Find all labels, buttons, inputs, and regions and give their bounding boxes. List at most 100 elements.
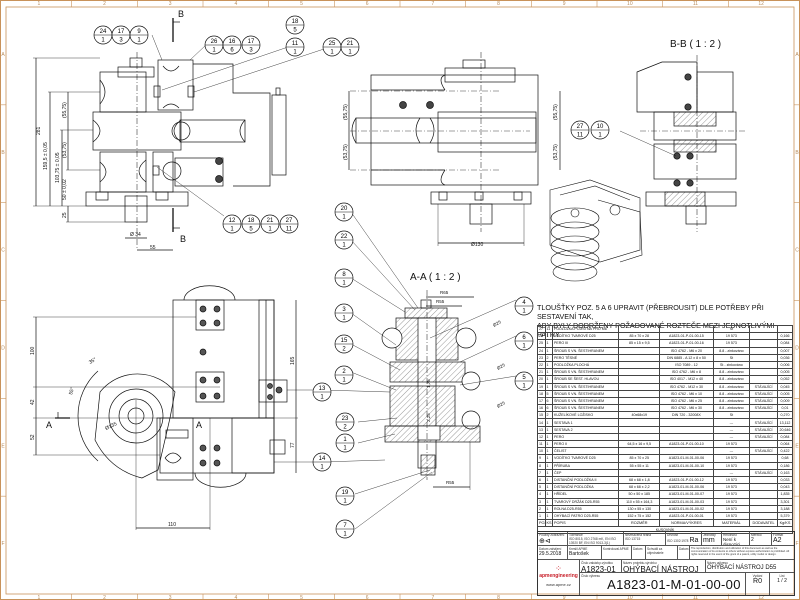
dim-label: 100 — [30, 346, 36, 355]
bom-cell-mass: 3,188 — [776, 504, 794, 513]
bom-cell-mass: 3,301 — [776, 497, 794, 506]
dim-label: 159,5 ± 0,05 — [43, 142, 49, 170]
bom-header-pos: POZ. — [537, 519, 546, 528]
part-balloon: 191 — [335, 486, 355, 506]
bom-cell-mass: 0,006 — [776, 360, 794, 370]
balloon-position: 14 — [319, 456, 326, 462]
units-label: Jednotky — [703, 532, 716, 537]
balloon-quantity: 1 — [212, 48, 216, 54]
bom-cell-supplier — [749, 339, 778, 348]
format-cell: Formát A2 — [772, 532, 794, 546]
bom-cell-size: 85 x 70 x 25 — [618, 454, 661, 463]
bom-cell-standard: DIN 720 - 32008X — [659, 411, 714, 420]
bom-cell-pos: 7 — [537, 468, 546, 477]
bom-cell-mass: 0,270 — [776, 411, 794, 420]
bom-cell-size: 85 x 15 x 9,5 — [618, 339, 661, 348]
start-date-value: 29.5.2018 — [539, 550, 562, 557]
zone-label: 9 — [563, 595, 566, 600]
balloon-position: 9 — [137, 29, 141, 35]
projection-label: Použitý zobrazení — [539, 532, 565, 537]
top-view — [33, 285, 318, 530]
balloon-quantity: 1 — [522, 384, 526, 390]
bom-cell-description: PERO II — [551, 439, 620, 449]
zone-label: 6 — [366, 595, 369, 600]
balloon-quantity: 1 — [343, 532, 347, 538]
bom-cell-mass: 0,007 — [776, 346, 794, 355]
dim-label: 42 — [30, 399, 36, 405]
bom-cell-standard: A1823-01-M-01-00-03 — [659, 497, 714, 506]
bom-cell-pos: 25 — [537, 339, 546, 348]
bom-cell-pos: 18 — [537, 389, 546, 398]
balloon-position: 17 — [118, 29, 125, 35]
balloon-quantity: 1 — [320, 465, 324, 471]
side-view — [348, 52, 539, 246]
bom-cell-material: 8.8 - zinkováno — [712, 375, 751, 384]
bom-cell-standard — [659, 418, 714, 427]
bom-cell-qty: 11 — [544, 324, 553, 334]
bom-cell-size — [618, 346, 661, 355]
bom-cell-size — [618, 404, 661, 413]
dim-label: Ø135 — [104, 421, 118, 432]
balloon-position: 24 — [100, 29, 107, 35]
bom-header-description: POPIS — [551, 519, 620, 528]
bom-cell-qty: 6 — [544, 404, 553, 413]
bom-cell-supplier: STÁVAJÍCÍ — [749, 396, 778, 406]
bom-cell-size — [618, 447, 661, 456]
bom-cell-size: 130 x 55 x 130 — [618, 504, 661, 513]
balloon-quantity: 1 — [101, 38, 105, 44]
bom-cell-size — [618, 389, 661, 398]
bom-cell-size — [618, 360, 661, 370]
bom-cell-supplier — [749, 411, 778, 420]
balloon-quantity: 1 — [343, 499, 347, 505]
bom-cell-standard: ISO 7089 - 12 — [659, 360, 714, 370]
sheet-number-label: List — [779, 573, 785, 578]
revision-cell: Vydání R0 — [746, 573, 770, 595]
section-aa-title: A-A ( 1 : 2 ) — [410, 272, 461, 283]
bom-cell-material: 8.8 - zinkováno — [712, 368, 751, 377]
zone-label: D — [1, 345, 5, 351]
dim-label: Ø 34 — [130, 232, 141, 238]
bom-cell-qty: 1 — [544, 468, 553, 477]
checked-label: Kontroloval APME — [603, 546, 629, 551]
part-balloon: 221 — [334, 230, 354, 250]
bom-cell-material: --- — [712, 468, 751, 477]
bom-cell-material: --- — [712, 447, 751, 456]
bom-cell-qty: 1 — [544, 504, 553, 513]
part-balloon: 71 — [335, 519, 355, 539]
bom-cell-description: PERO III — [551, 339, 620, 348]
bom-cell-material: 19 573 — [712, 497, 751, 506]
zone-label: 2 — [103, 1, 106, 7]
dim-label: 55 — [150, 245, 156, 251]
front-view — [33, 18, 331, 251]
bom-cell-pos: 2 — [537, 504, 546, 513]
bom-cell-mass: 0,009 — [776, 396, 794, 406]
bom-cell-material: 19 573 — [712, 339, 751, 348]
date-label: Datum — [633, 546, 643, 551]
bom-cell-supplier — [749, 497, 778, 506]
bom-cell-supplier — [749, 346, 778, 355]
dim-label: 52 — [30, 434, 36, 440]
zone-label: E — [1, 443, 5, 449]
balloon-position: 4 — [522, 300, 526, 306]
balloon-quantity: 11 — [286, 227, 293, 233]
bom-cell-description: VODÍTKO TVAROVÉ D25 — [551, 454, 620, 463]
dim-label: Ø130 — [471, 242, 483, 248]
bom-cell-material: 19 573 — [712, 504, 751, 513]
dim-label: R55 — [446, 480, 455, 485]
zone-label: 3 — [169, 595, 172, 600]
bom-cell-qty: 1 — [544, 360, 553, 370]
balloon-quantity: 1 — [293, 50, 297, 56]
bom-cell-description: ČELIST — [551, 447, 620, 456]
zone-label: 4 — [234, 1, 237, 7]
bom-cell-material: 19 573 — [712, 475, 751, 485]
bom-cell-mass: 0,084 — [776, 432, 794, 442]
